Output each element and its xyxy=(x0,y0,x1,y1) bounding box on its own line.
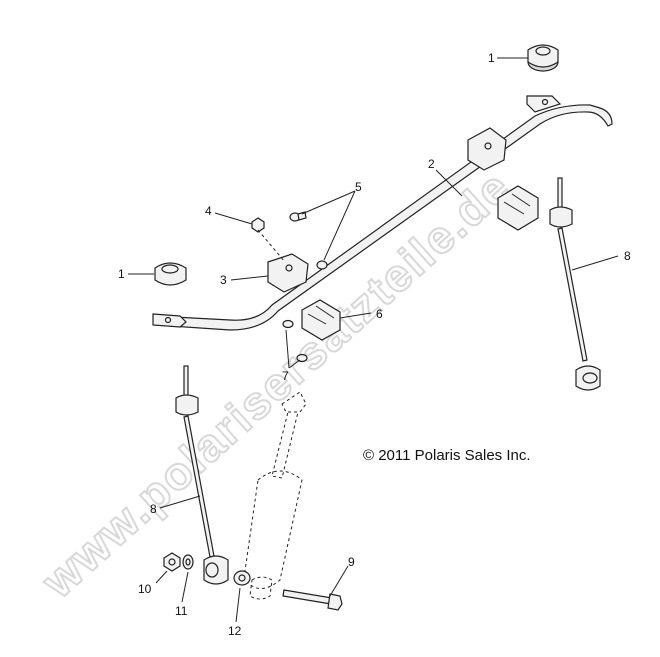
link-rod-left xyxy=(175,365,229,585)
clamp-bracket-right xyxy=(467,127,507,171)
callouts: 1 1 2 3 4 5 6 7 8 8 9 10 11 12 xyxy=(118,51,631,638)
callout-5: 5 xyxy=(355,180,362,194)
mount-block-right xyxy=(497,185,539,231)
callout-2: 2 xyxy=(428,157,435,171)
shock-absorber xyxy=(243,391,307,600)
callout-7: 7 xyxy=(282,369,289,383)
mount-block-left xyxy=(301,299,341,341)
callout-1-left: 1 xyxy=(118,267,125,281)
callout-9: 9 xyxy=(348,555,355,569)
washer-11 xyxy=(182,554,194,570)
clamp-bracket-left xyxy=(267,253,309,293)
link-rod-right xyxy=(549,177,601,391)
callout-6: 6 xyxy=(376,307,383,321)
watermark-text: www.polarisersatzteile.de xyxy=(31,160,520,608)
callout-3: 3 xyxy=(220,273,227,287)
screw-5b xyxy=(316,260,328,270)
spacer-12 xyxy=(233,570,251,586)
callout-8-left: 8 xyxy=(150,502,157,516)
callout-10: 10 xyxy=(138,582,152,596)
callout-12: 12 xyxy=(228,624,242,638)
bushing-left xyxy=(154,262,187,286)
callout-8-right: 8 xyxy=(624,249,631,263)
callout-1-right: 1 xyxy=(488,51,495,65)
stabilizer-bar xyxy=(152,95,613,331)
leader-lines xyxy=(128,57,619,623)
nut-10 xyxy=(163,552,181,572)
callout-4: 4 xyxy=(205,204,212,218)
callout-11: 11 xyxy=(175,604,188,618)
nut-4 xyxy=(251,217,265,233)
copyright-text: © 2011 Polaris Sales Inc. xyxy=(363,447,531,464)
bushing-right xyxy=(527,44,559,72)
bolt-9 xyxy=(282,589,343,611)
screw-5a xyxy=(289,211,307,222)
washers-7 xyxy=(282,319,308,363)
